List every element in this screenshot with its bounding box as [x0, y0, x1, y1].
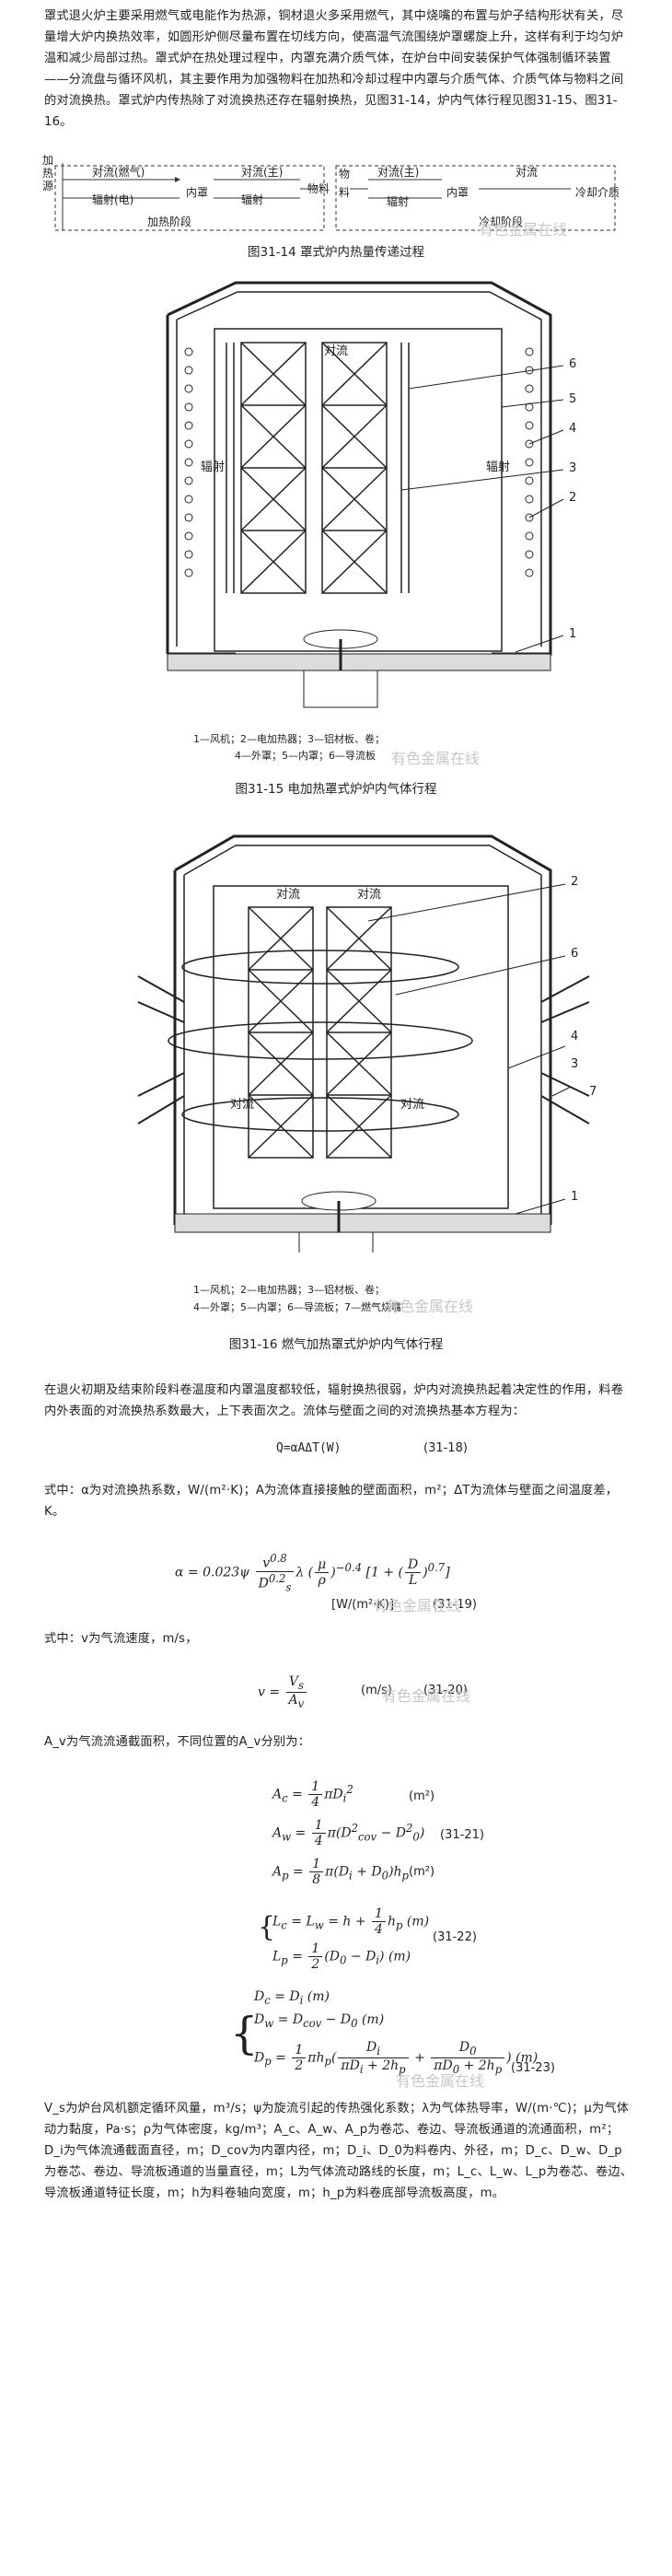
heating-stage-label: 加热阶段 [147, 216, 192, 228]
electric-furnace-diagram [166, 281, 564, 708]
legend-line-1: 1—风机；2—电加热器；3—铝材板、卷； [193, 733, 385, 745]
eq21-unit-1: (m²) [409, 1789, 435, 1803]
label-4: 4 [571, 1030, 579, 1043]
label-7: 7 [589, 1085, 597, 1099]
equation-31-23-tag: (31-23) [511, 2061, 555, 2075]
figure-caption: 图31-16 燃气加热罩式炉炉内气体行程 [228, 1337, 444, 1352]
convection-mid-right: 对流 [400, 1098, 425, 1112]
label-3: 3 [571, 1057, 579, 1071]
heat-transfer-diagram [54, 163, 616, 231]
watermark: 有色金属在线 [391, 750, 481, 767]
r-row2-label: 辐射 [387, 195, 410, 208]
paragraph-4: 式中：v为气流速度，m/s， [44, 1632, 198, 1646]
watermark: 有色金属在线 [385, 1298, 474, 1315]
legend-line-2: 4—外罩；5—内罩；6—导流板；7—燃气烧嘴 [193, 1301, 401, 1313]
intro-paragraph: 罩式退火炉主要采用燃气或电能作为热源，铜材退火多采用燃气，其中烧嘴的布置与炉子结… [44, 9, 624, 129]
label-2: 2 [571, 875, 579, 889]
row1-label: 对流(燃气) [92, 166, 145, 179]
convection-mid-left: 对流 [230, 1098, 255, 1112]
equation-31-21-tag: (31-21) [440, 1828, 484, 1842]
legend-line-1: 1—风机；2—电加热器；3—铝材板、卷； [193, 1284, 385, 1296]
convection-top-right: 对流 [357, 888, 382, 902]
label-5: 5 [569, 392, 577, 406]
row2b-label: 辐射 [241, 193, 264, 206]
cooling-stage-label: 冷却阶段 [479, 216, 524, 228]
watermark: 有色金属在线 [396, 2072, 485, 2090]
r-inner-label: 内罩 [446, 186, 469, 199]
label-3: 3 [569, 461, 577, 475]
right-material-2: 料 [339, 186, 351, 199]
label-2: 2 [569, 491, 577, 505]
figure-caption: 图31-14 罩式炉内热量传递过程 [247, 245, 425, 260]
row1b-label: 对流(主) [241, 166, 284, 179]
radiation-right-label: 辐射 [486, 460, 511, 474]
equation-31-19-unit: [W/(m²·K)] [331, 1598, 395, 1612]
figure-caption: 图31-15 电加热罩式炉炉内气体行程 [235, 782, 437, 797]
equation-31-20-tag: (31-20) [423, 1684, 468, 1697]
paragraph-5: A_v为气流流通截面积，不同位置的A_v分别为： [44, 1735, 311, 1749]
gas-furnace-diagram [137, 834, 590, 1253]
row2-label: 辐射(电) [92, 193, 134, 206]
label-6: 6 [569, 357, 577, 371]
paragraph-3: 式中：α为对流换热系数，W/(m²·K)；A为流体直接接触的壁面面积，m²；ΔT… [44, 1484, 619, 1519]
watermark: 有色金属在线 [479, 221, 568, 239]
cooling-medium-label: 冷却介质 [575, 186, 620, 199]
watermark: 有色金属在线 [382, 1687, 471, 1705]
equation-31-22-tag: (31-22) [433, 1930, 477, 1944]
equation-31-18: Q=αAΔT(W) [276, 1441, 342, 1455]
convection-top-left: 对流 [276, 888, 301, 902]
heat-source-label: 加热源 [42, 154, 54, 192]
inner-hood-label: 内罩 [186, 186, 209, 199]
watermark: 有色金属在线 [373, 1597, 462, 1614]
r-row1b-label: 对流 [516, 166, 539, 179]
equation-31-18-tag: (31-18) [423, 1441, 468, 1455]
eq21-unit-2: (m²) [409, 1865, 435, 1879]
material-label: 物料 [307, 182, 330, 195]
radiation-left-label: 辐射 [201, 460, 226, 474]
convection-label: 对流 [324, 344, 349, 358]
paragraph-6: V_s为炉台风机额定循环风量，m³/s；ψ为旋流引起的传热强化系数；λ为气体热导… [44, 2102, 633, 2200]
label-1: 1 [569, 627, 577, 641]
label-4: 4 [569, 422, 577, 436]
right-material-1: 物 [339, 168, 351, 181]
equation-31-19-tag: (31-19) [433, 1598, 477, 1612]
legend-line-2: 4—外罩；5—内罩；6—导流板 [235, 750, 376, 762]
equation-31-20-unit: (m/s) [361, 1684, 392, 1697]
label-6: 6 [571, 947, 579, 961]
label-1: 1 [571, 1190, 579, 1204]
r-row1-label: 对流(主) [377, 166, 420, 179]
paragraph-2: 在退火初期及结束阶段料卷温度和内罩温度都较低，辐射换热很弱，炉内对流换热起着决定… [44, 1383, 624, 1418]
